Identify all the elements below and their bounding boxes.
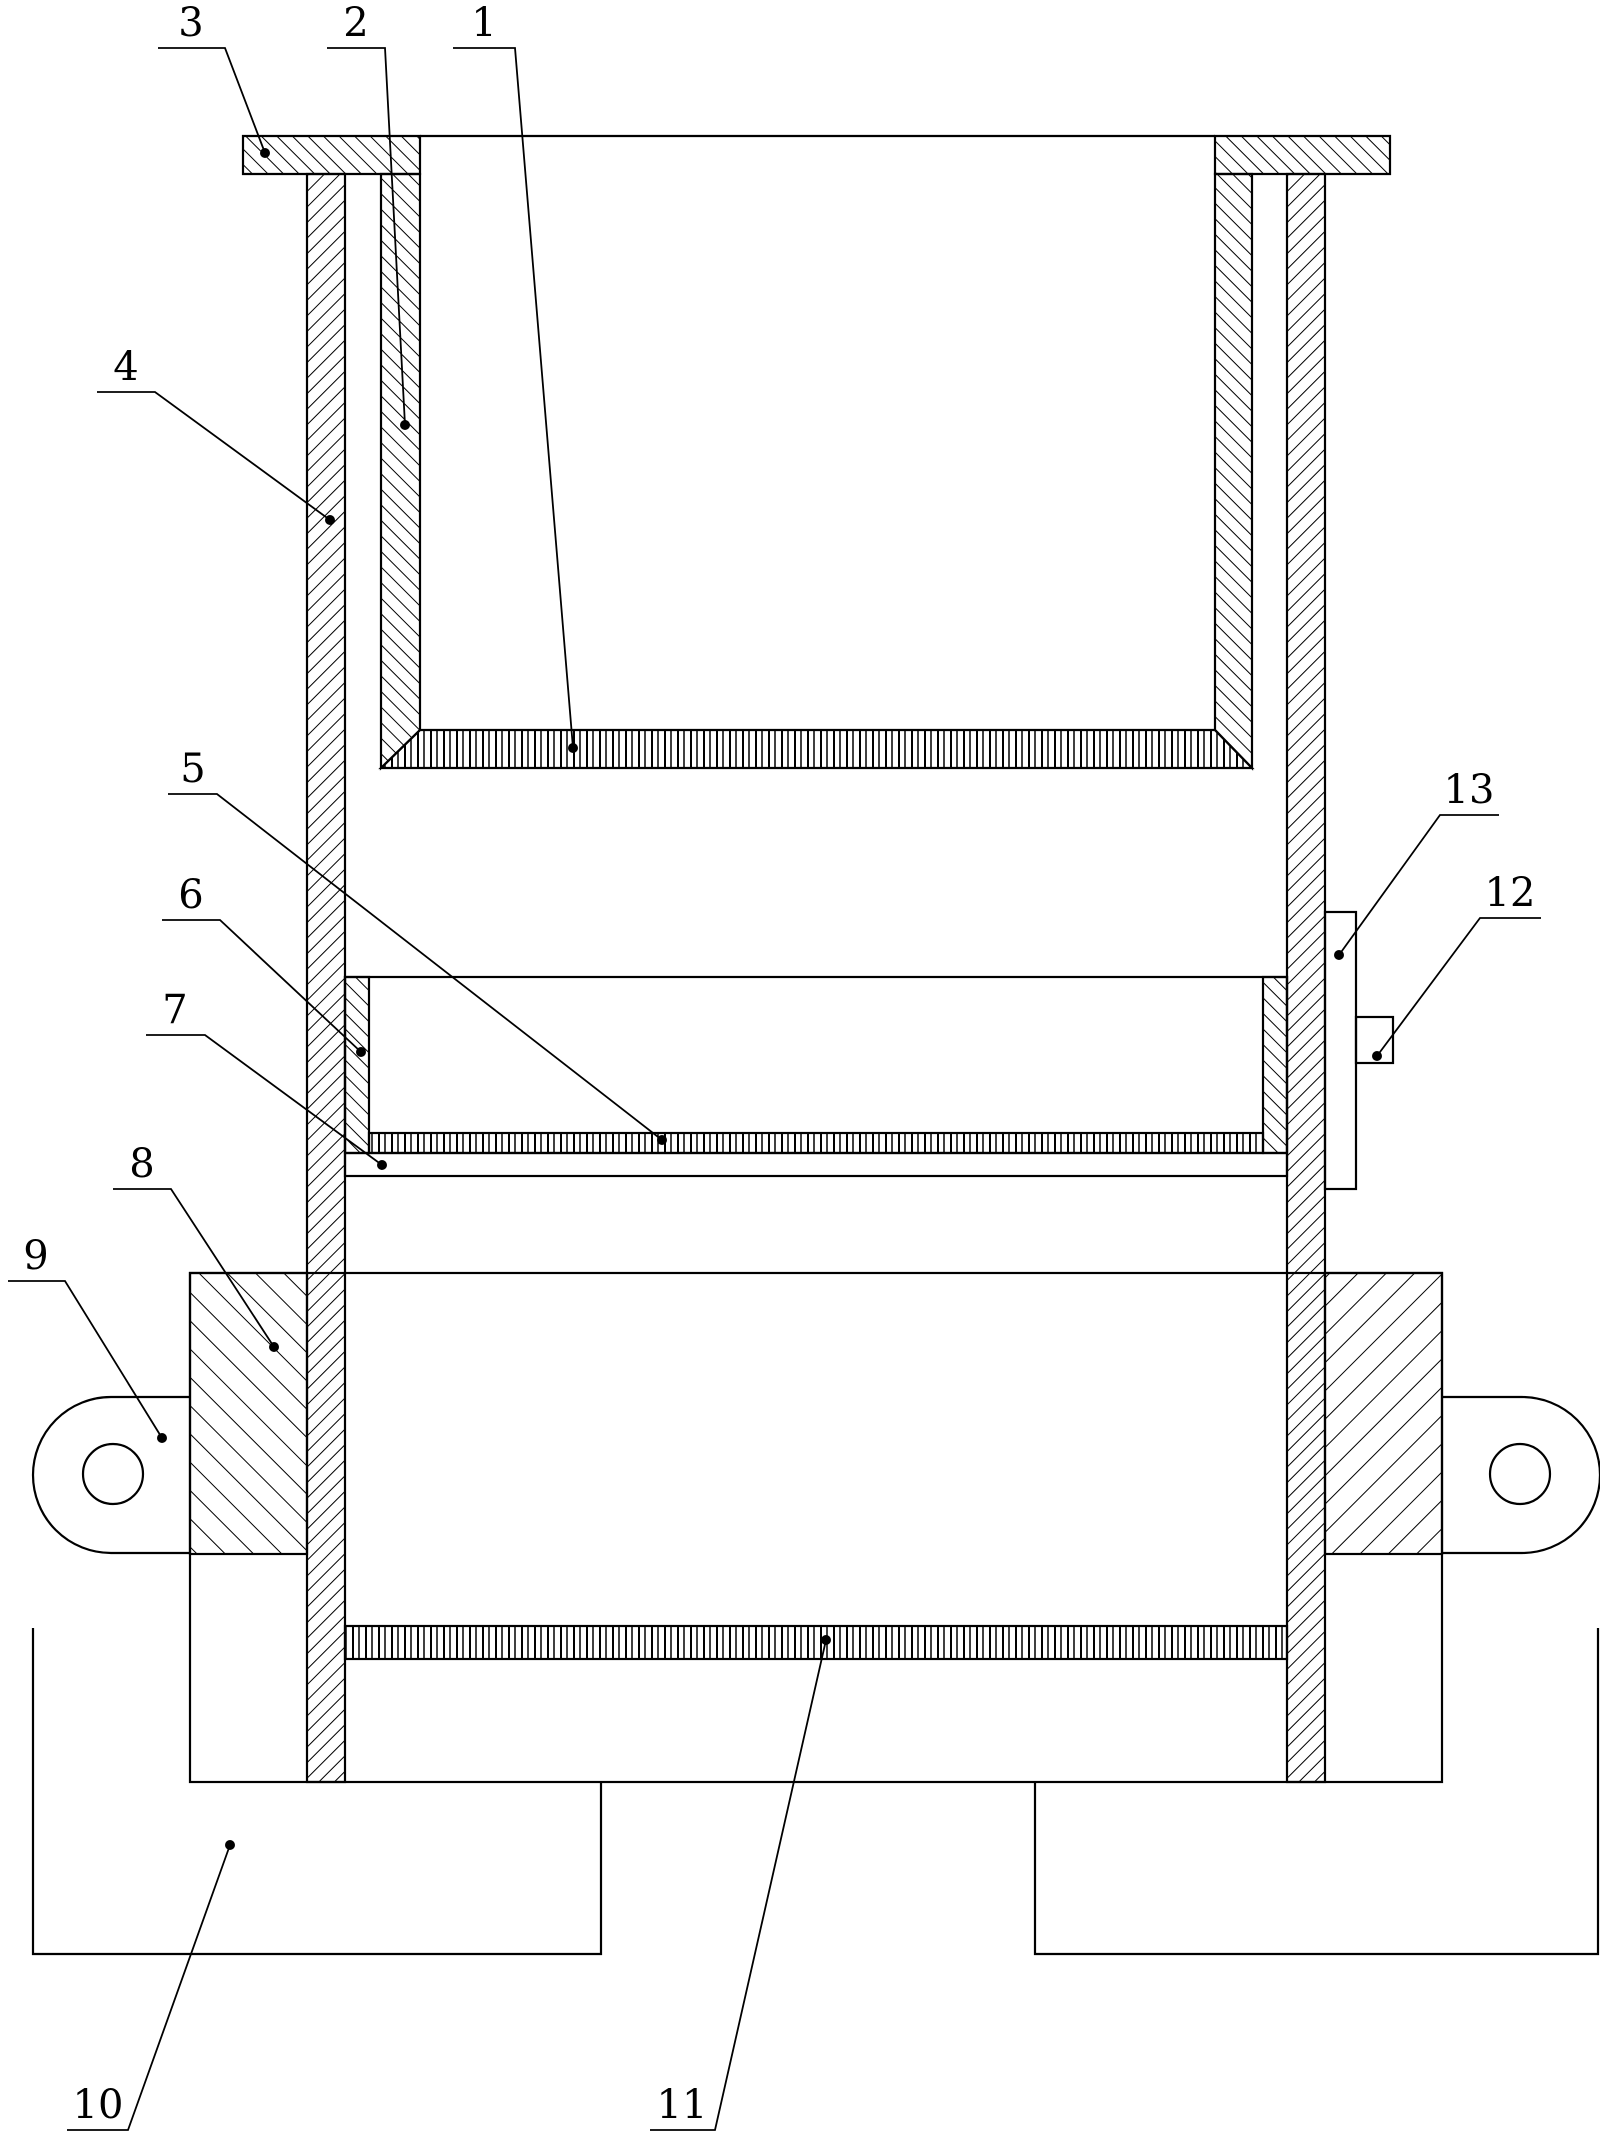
dot-7	[377, 1160, 387, 1170]
lower-screen	[343, 1624, 1289, 1661]
leader-3	[158, 47, 266, 154]
dot-12	[1372, 1051, 1382, 1061]
lug-hole-left	[81, 1442, 145, 1506]
dot-1	[568, 743, 578, 753]
leader-12	[1376, 917, 1541, 1057]
middle-ring-wall-left	[343, 975, 371, 1155]
dot-11	[821, 1635, 831, 1645]
label-12: 12	[1485, 870, 1536, 916]
label-2: 2	[343, 0, 368, 46]
basket-bottom	[378, 728, 1255, 770]
label-6: 6	[178, 872, 203, 918]
dot-9	[157, 1433, 167, 1443]
dot-13	[1334, 950, 1344, 960]
leader-13	[1338, 814, 1499, 956]
label-7: 7	[162, 987, 187, 1033]
lug-left	[31, 1395, 190, 1555]
inner-wall-left	[379, 172, 422, 771]
dot-6	[356, 1047, 366, 1057]
dot-4	[325, 515, 335, 525]
middle-screen	[367, 1131, 1265, 1155]
lug-hole-right	[1488, 1442, 1552, 1506]
label-11: 11	[657, 2082, 708, 2128]
label-5: 5	[180, 746, 205, 792]
base-foot-right	[1033, 1628, 1600, 1956]
leader-2	[327, 47, 406, 426]
side-knob	[1354, 1015, 1395, 1065]
leader-7	[146, 1034, 383, 1166]
leader-6	[162, 919, 362, 1053]
base-foot-left	[31, 1628, 603, 1956]
top-flange-right	[1213, 134, 1392, 176]
outer-wall-left	[305, 172, 347, 1784]
label-13: 13	[1444, 767, 1495, 813]
lug-right	[1442, 1395, 1600, 1555]
side-block-left	[188, 1271, 309, 1556]
label-10: 10	[73, 2082, 124, 2128]
label-4: 4	[113, 344, 138, 390]
dot-8	[269, 1342, 279, 1352]
dot-3	[260, 148, 270, 158]
leader-4	[97, 391, 331, 521]
leader-10	[67, 1844, 231, 2131]
side-block-right	[1323, 1271, 1444, 1556]
dot-5	[657, 1135, 667, 1145]
label-1: 1	[471, 0, 496, 46]
leader-1	[453, 47, 574, 749]
leader-11	[650, 1639, 827, 2131]
inner-wall-right	[1213, 172, 1254, 771]
label-3: 3	[178, 0, 203, 46]
outer-wall-right	[1285, 172, 1327, 1784]
label-9: 9	[23, 1233, 48, 1279]
dot-2	[400, 420, 410, 430]
leader-8	[113, 1188, 275, 1348]
lower-frame	[188, 1271, 1444, 1784]
leader-5	[168, 793, 663, 1141]
leader-9	[8, 1280, 163, 1439]
middle-ring-wall-right	[1261, 975, 1289, 1155]
dot-10	[225, 1840, 235, 1850]
label-8: 8	[129, 1141, 154, 1187]
